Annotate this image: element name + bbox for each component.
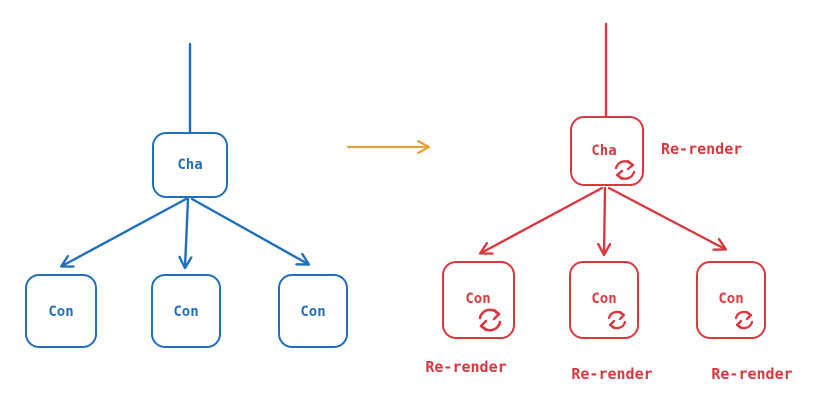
before-child-label-3: Con (300, 304, 325, 320)
after-tree (442, 22, 766, 339)
before-tree (25, 42, 348, 348)
refresh-icon (478, 308, 502, 332)
refresh-icon (734, 310, 754, 330)
after-child-node-1 (442, 261, 515, 339)
refresh-icon (614, 159, 636, 181)
after-parent-node (570, 116, 644, 186)
after-child-note-2: Re-render (571, 365, 652, 383)
before-child-label-1: Con (48, 304, 73, 320)
after-edge-middle (604, 186, 605, 254)
after-edge-right (607, 186, 725, 249)
before-edge-right (190, 197, 308, 264)
after-child-note-1: Re-render (425, 358, 506, 376)
after-parent-label: Cha (591, 143, 616, 159)
before-edge-left (62, 197, 188, 266)
after-child-label-3: Con (718, 291, 743, 307)
before-edge-middle (185, 197, 188, 267)
before-child-label-2: Con (173, 304, 198, 320)
after-child-label-2: Con (591, 291, 616, 307)
after-child-note-3: Re-render (711, 365, 792, 383)
after-child-label-1: Con (465, 291, 490, 307)
before-child-node-2 (151, 274, 221, 348)
before-child-node-3 (278, 274, 348, 348)
after-child-node-3 (696, 261, 766, 339)
after-parent-note: Re-render (661, 140, 742, 158)
before-child-node-1 (25, 274, 97, 348)
before-parent-node (152, 132, 228, 198)
refresh-icon (607, 310, 627, 330)
after-child-node-2 (569, 261, 639, 339)
after-edge-left (481, 186, 604, 253)
before-labels: Cha Con Con Con (48, 157, 325, 320)
before-parent-label: Cha (177, 157, 202, 173)
after-labels: Cha Con Con Con Re-render Re-render Re-r… (425, 140, 792, 383)
